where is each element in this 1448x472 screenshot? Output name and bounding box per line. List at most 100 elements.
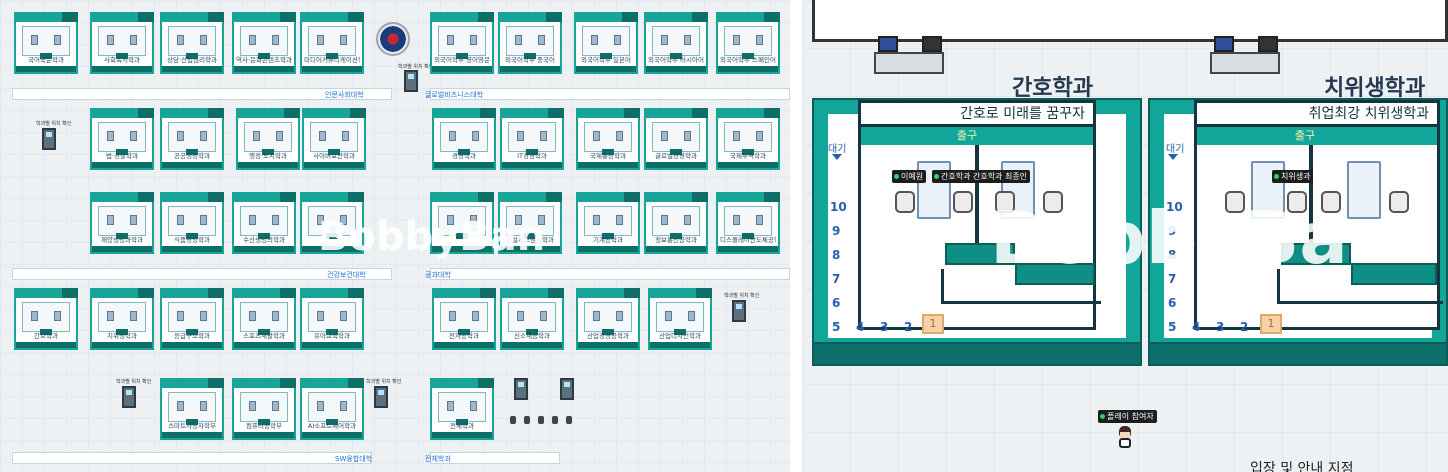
booth-cyber-security[interactable]: 사이버보안학과 xyxy=(302,108,366,170)
queue-number[interactable]: 3 xyxy=(1216,320,1225,334)
consult-desk[interactable] xyxy=(1251,161,1285,219)
queue-number[interactable]: 5 xyxy=(832,320,841,334)
chair-icon xyxy=(1225,191,1245,213)
booth-label: 간호학과 xyxy=(34,332,58,340)
map-avatar-icon xyxy=(510,416,516,424)
booth-counseling-psychology[interactable]: 상담·산업심리학과 xyxy=(160,12,224,74)
booth-international-trade[interactable]: 국제통상학과 xyxy=(576,108,640,170)
queue-number[interactable]: 5 xyxy=(1168,320,1177,334)
location-kiosk[interactable] xyxy=(732,300,746,322)
queue-number[interactable]: 9 xyxy=(1168,224,1177,238)
booth-label: 디스플레이반도체공학과 xyxy=(720,236,776,244)
booth-international-commerce[interactable]: 국제무역학과 xyxy=(716,108,780,170)
queue-number[interactable]: 2 xyxy=(1240,320,1249,334)
booth-construction-systems[interactable]: 건설시스템공학과 xyxy=(498,192,562,254)
college-label: 전체학과 xyxy=(425,455,451,463)
player-name-tag[interactable]: 치위생과 xyxy=(1272,170,1314,183)
queue-number[interactable]: 7 xyxy=(832,272,841,286)
location-kiosk[interactable] xyxy=(42,128,56,150)
booth-display-semiconductor[interactable]: 디스플레이반도체공학과 xyxy=(716,192,780,254)
booth-law-police[interactable]: 법·경찰학과 xyxy=(90,108,154,170)
booth-english[interactable]: 외국어학부 영어영문 xyxy=(430,12,494,74)
booth-public-administration[interactable]: 공공행정학과 xyxy=(160,108,224,170)
booth-spanish[interactable]: 외국어학부 스페인어 xyxy=(716,12,780,74)
booth-aquatic-medicine[interactable]: 수산생명의학과 xyxy=(232,192,296,254)
queue-number[interactable]: 2 xyxy=(904,320,913,334)
booth-urban-administration[interactable]: 행정·도시학과 xyxy=(236,108,300,170)
campus-map-panel[interactable]: 국어국문학과 사회복지학과 상담·산업심리학과 역사·문화콘텐츠학과 미디어커뮤… xyxy=(0,0,790,472)
zoomed-game-view[interactable]: 간호학과 치위생학과 간호로 미래를 꿈꾸자 출구 이예원 간호학과 간호학과 … xyxy=(802,0,1448,472)
queue-slot-active[interactable]: 1 xyxy=(1260,314,1282,334)
booth-dental-interior[interactable]: 취업최강 치위생학과 출구 xyxy=(1194,100,1443,330)
location-kiosk[interactable] xyxy=(374,386,388,408)
chair-icon xyxy=(1321,191,1341,213)
exit-sign[interactable]: 출구 xyxy=(1279,127,1331,145)
booth-mechanical[interactable]: 기계공학과 xyxy=(576,192,640,254)
location-kiosk[interactable] xyxy=(404,70,418,92)
exit-sign[interactable]: 출구 xyxy=(941,127,993,145)
queue-number[interactable]: 3 xyxy=(880,320,889,334)
queue-number[interactable]: 6 xyxy=(1168,296,1177,310)
booth-russian[interactable]: 외국어학부 러시아어 xyxy=(644,12,708,74)
booth-it-business[interactable]: IT경영학과 xyxy=(500,108,564,170)
queue-number[interactable]: 10 xyxy=(830,200,847,214)
booth-sports-rehab[interactable]: 스포츠재활학과 xyxy=(232,288,296,350)
step-wall xyxy=(941,269,944,303)
booth-history-culture[interactable]: 역사·문화콘텐츠학과 xyxy=(232,12,296,74)
queue-number[interactable]: 10 xyxy=(1166,200,1183,214)
booth-food-nutrition[interactable]: 식품영양학과 xyxy=(160,192,224,254)
chair-icon xyxy=(1043,191,1063,213)
queue-number[interactable]: 4 xyxy=(1192,320,1201,334)
info-counter xyxy=(1281,243,1351,265)
chair-icon xyxy=(953,191,973,213)
booth-business[interactable]: 경영학과 xyxy=(432,108,496,170)
booth-marine-life[interactable]: 해양생명과학과 xyxy=(90,192,154,254)
queue-number[interactable]: 6 xyxy=(832,296,841,310)
booth-social-welfare[interactable]: 사회복지학과 xyxy=(90,12,154,74)
queue-number[interactable]: 9 xyxy=(832,224,841,238)
player-avatar-icon[interactable] xyxy=(1116,426,1134,448)
booth-early-childhood[interactable]: 유아교육학과 xyxy=(300,288,364,350)
player-name-tag[interactable]: 플레이 참여자 xyxy=(1098,410,1157,423)
queue-number[interactable]: 4 xyxy=(856,320,865,334)
player-name-tag[interactable]: 간호학과 간호학과 최종인 xyxy=(932,170,1031,183)
player-name-tag[interactable]: 이예원 xyxy=(892,170,927,183)
reception-desk[interactable] xyxy=(874,36,944,76)
booth-global-business[interactable]: 글로벌경영학과 xyxy=(644,108,708,170)
down-arrow-icon xyxy=(832,154,842,160)
booth-nursing-interior[interactable]: 간호로 미래를 꿈꾸자 출구 xyxy=(858,100,1101,330)
booth-information-comm[interactable]: 정보통신공학과 xyxy=(644,192,708,254)
booth-label: 글로벌경영학과 xyxy=(655,152,697,160)
booth-nursing[interactable]: 간호학과 xyxy=(14,288,78,350)
booth-all-departments[interactable]: 전체학과 xyxy=(430,378,494,440)
booth-industrial-design[interactable]: 산업디자인학과 xyxy=(648,288,712,350)
queue-slot-active[interactable]: 1 xyxy=(922,314,944,334)
location-kiosk[interactable] xyxy=(122,386,136,408)
booth-row3-4[interactable] xyxy=(300,192,364,254)
booth-korean-literature[interactable]: 국어국문학과 xyxy=(14,12,78,74)
queue-number[interactable]: 8 xyxy=(832,248,841,262)
booth-label: 스마트자동차학부 xyxy=(168,422,216,430)
booth-emergency-rescue[interactable]: 응급구조학과 xyxy=(160,288,224,350)
booth-industrial-management[interactable]: 산업경영공학과 xyxy=(576,288,640,350)
booth-electronics[interactable]: 전자공학과 xyxy=(432,288,496,350)
queue-number[interactable]: 7 xyxy=(1168,272,1177,286)
booth-dental-hygiene[interactable]: 치위생학과 xyxy=(90,288,154,350)
booth-new-materials[interactable]: 신소재공학과 xyxy=(500,288,564,350)
booth-row3-5[interactable] xyxy=(430,192,494,254)
location-kiosk[interactable] xyxy=(560,378,574,400)
booth-ai-software[interactable]: AI소프트웨어학과 xyxy=(300,378,364,440)
info-counter xyxy=(1351,263,1437,285)
location-kiosk[interactable] xyxy=(514,378,528,400)
consult-desk[interactable] xyxy=(1347,161,1381,219)
booth-label: 국제통상학과 xyxy=(590,152,626,160)
booth-computer-engineering[interactable]: 컴퓨터공학부 xyxy=(232,378,296,440)
reception-desk[interactable] xyxy=(1210,36,1280,76)
booth-chinese[interactable]: 외국어학부 중국어 xyxy=(498,12,562,74)
booth-smart-automotive[interactable]: 스마트자동차학부 xyxy=(160,378,224,440)
college-label: 글로벌비즈니스대학 xyxy=(425,91,483,99)
booth-japanese[interactable]: 외국어학부 일본어 xyxy=(574,12,638,74)
booth-label: 컴퓨터공학부 xyxy=(246,422,282,430)
queue-number[interactable]: 8 xyxy=(1168,248,1177,262)
